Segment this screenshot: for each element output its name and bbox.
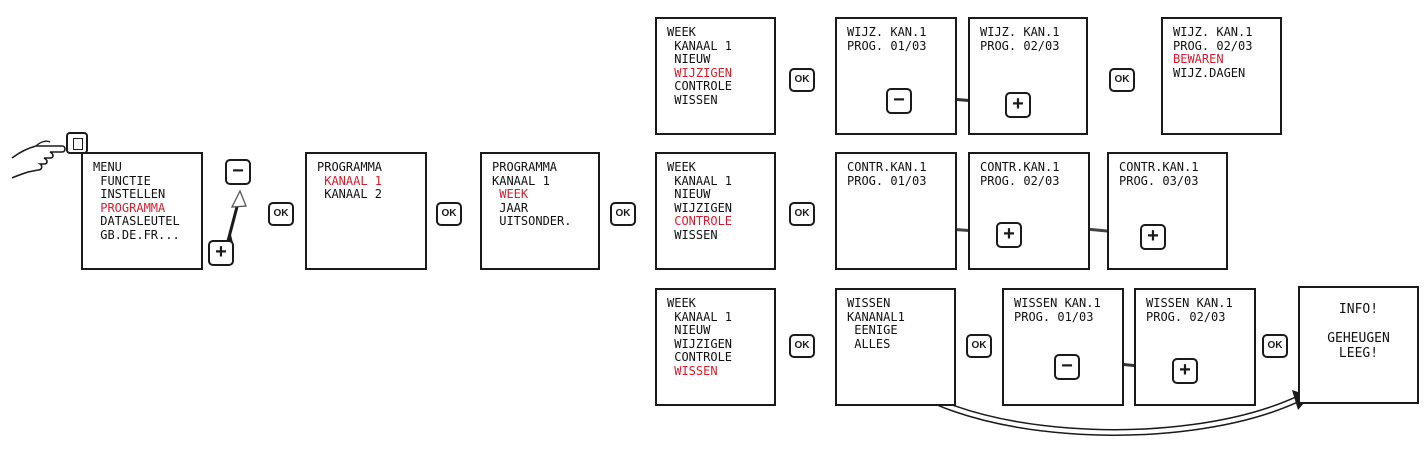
- plus-button[interactable]: +: [208, 240, 234, 266]
- screen-line: WISSEN: [847, 296, 891, 310]
- screen-line: DATASLEUTEL: [93, 214, 180, 228]
- screen-line: WIJZIGEN: [667, 200, 733, 215]
- screen-line: JAAR: [492, 200, 529, 215]
- ok-button[interactable]: OK: [789, 334, 815, 358]
- screen-line: NIEUW: [667, 323, 711, 337]
- screen-line: INSTELLEN: [93, 187, 166, 201]
- screen-line: PROG. 01/03: [847, 173, 927, 188]
- screen-line: WISSEN: [667, 92, 718, 107]
- screen-line: WIJZ. KAN.1: [980, 25, 1060, 39]
- screen-line: CONTROLE: [667, 79, 733, 93]
- screen-line: ALLES: [847, 336, 891, 351]
- plus-button[interactable]: +: [1172, 358, 1198, 384]
- ok-button[interactable]: OK: [436, 202, 462, 226]
- screen-line: CONTR.KAN.1: [980, 160, 1060, 174]
- pointing-hand-icon: [11, 140, 66, 179]
- screen-line-selected: BEWAREN: [1173, 52, 1224, 66]
- ok-button[interactable]: OK: [610, 202, 636, 226]
- ok-button[interactable]: OK: [1109, 68, 1135, 92]
- menu-screen: MENU FUNCTIE INSTELLEN PROGRAMMA DATASLE…: [81, 152, 203, 270]
- screen-line: PROG. 02/03: [1173, 38, 1253, 53]
- screen-line: WISSEN KAN.1: [1146, 296, 1233, 310]
- info-screen: INFO! GEHEUGEN LEEG!: [1298, 286, 1419, 404]
- ok-button[interactable]: OK: [966, 334, 992, 358]
- week-wijzigen-screen: WEEK KANAAL 1 NIEUW WIJZIGEN CONTROLE WI…: [655, 17, 776, 135]
- screen-line: PROG. 02/03: [980, 38, 1060, 53]
- screen-line-selected: KANAAL 1: [317, 173, 383, 188]
- screen-line: NIEUW: [667, 187, 711, 201]
- ok-button[interactable]: OK: [1262, 334, 1288, 358]
- screen-line: FUNCTIE: [93, 173, 151, 188]
- screen-line: PROG. 02/03: [1146, 309, 1226, 324]
- screen-line: PROG. 03/03: [1119, 173, 1199, 188]
- week-wissen-screen: WEEK KANAAL 1 NIEUW WIJZIGEN CONTROLE WI…: [655, 288, 776, 406]
- menu-button-icon[interactable]: [66, 132, 88, 154]
- plus-button[interactable]: +: [1005, 92, 1031, 118]
- screen-line: MENU: [93, 160, 122, 174]
- screen-line: CONTR.KAN.1: [1119, 160, 1199, 174]
- screen-line: KANAAL 1: [492, 173, 550, 188]
- screen-line: UITSONDER.: [492, 214, 572, 228]
- info-line-2: LEEG!: [1338, 346, 1379, 361]
- screen-line: KANAAL 2: [317, 187, 383, 201]
- screen-line: KANANAL1: [847, 309, 905, 324]
- screen-line-selected: CONTROLE: [667, 214, 733, 228]
- screen-line-selected: WISSEN: [667, 363, 718, 378]
- screen-line: CONTR.KAN.1: [847, 160, 927, 174]
- screen-line: WISSEN: [667, 227, 718, 242]
- plus-button[interactable]: +: [1140, 224, 1166, 250]
- screen-line: KANAAL 1: [667, 38, 733, 53]
- screen-line-selected: WEEK: [492, 187, 529, 201]
- screen-line: GB.DE.FR...: [93, 227, 180, 242]
- screen-line: CONTROLE: [667, 350, 733, 364]
- ok-button[interactable]: OK: [789, 68, 815, 92]
- screen-line: PROGRAMMA: [492, 160, 558, 174]
- week-controle-screen: WEEK KANAAL 1 NIEUW WIJZIGEN CONTROLE WI…: [655, 152, 776, 270]
- screen-line: PROG. 02/03: [980, 173, 1060, 188]
- screen-line-selected: PROGRAMMA: [93, 200, 166, 215]
- info-line-1: GEHEUGEN: [1327, 331, 1390, 346]
- screen-line: NIEUW: [667, 52, 711, 66]
- programma-screen: PROGRAMMA KANAAL 1 KANAAL 2: [305, 152, 427, 270]
- screen-line: WIJZIGEN: [667, 336, 733, 351]
- screen-line: WIJZ. KAN.1: [847, 25, 927, 39]
- screen-line: KANAAL 1: [667, 173, 733, 188]
- screen-line: PROGRAMMA: [317, 160, 383, 174]
- screen-line: PROG. 01/03: [847, 38, 927, 53]
- screen-line-selected: WIJZIGEN: [667, 65, 733, 80]
- screen-line: WISSEN KAN.1: [1014, 296, 1101, 310]
- screen-line: WEEK: [667, 25, 696, 39]
- screen-line: WIJZ. KAN.1: [1173, 25, 1253, 39]
- screen-line: WIJZ.DAGEN: [1173, 65, 1246, 80]
- screen-line: EENIGE: [847, 323, 898, 337]
- screen-line: KANAAL 1: [667, 309, 733, 324]
- minus-button[interactable]: −: [225, 159, 251, 185]
- ok-button[interactable]: OK: [268, 202, 294, 226]
- minus-button[interactable]: −: [886, 88, 912, 114]
- screen-line: WEEK: [667, 160, 696, 174]
- screen-line: PROG. 01/03: [1014, 309, 1094, 324]
- ok-button[interactable]: OK: [789, 202, 815, 226]
- screen-line: WEEK: [667, 296, 696, 310]
- minus-button[interactable]: −: [1054, 354, 1080, 380]
- info-title: INFO!: [1338, 302, 1379, 317]
- plus-button[interactable]: +: [996, 222, 1022, 248]
